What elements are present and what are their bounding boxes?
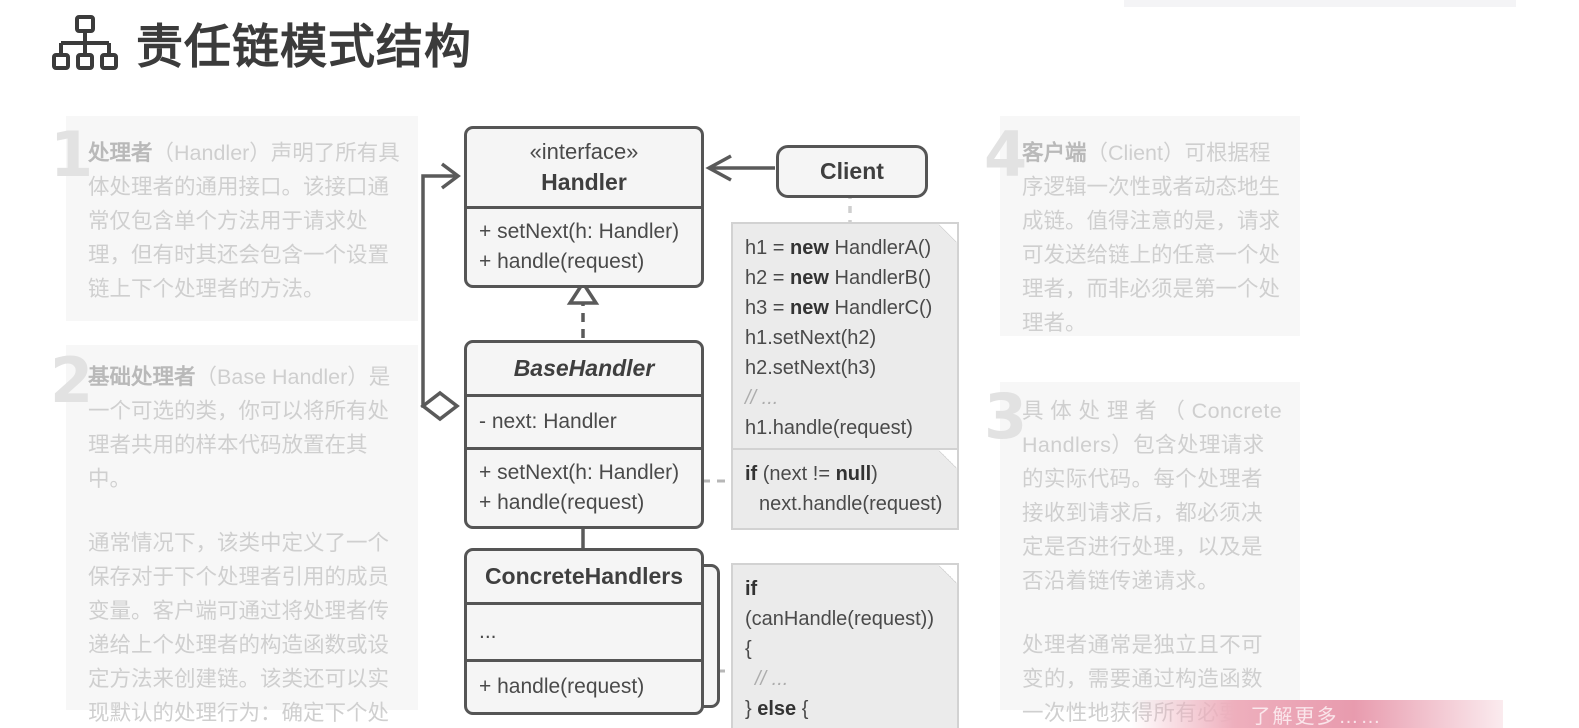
info-panel-3-body: 具 体 处 理 者 （ Concrete Handlers）包含处理请求的实际代…	[1022, 394, 1284, 728]
top-decoration-strip	[1124, 0, 1516, 7]
page-title: 责任链模式结构	[136, 20, 472, 75]
info-panel-1	[66, 116, 418, 321]
code-line-3: h1.setNext(h2)	[745, 327, 877, 349]
info-panel-4-lead: 客户端	[1022, 141, 1087, 165]
info-panel-2-text-a: （Base Handler）是一个可选的类，你可以将所有处理者共用的样本代码放置…	[88, 365, 391, 491]
info-panel-2-body: 基础处理者（Base Handler）是一个可选的类，你可以将所有处理者共用的样…	[88, 360, 406, 728]
info-panel-1-text: （Handler）声明了所有具体处理者的通用接口。该接口通常仅包含单个方法用于请…	[88, 141, 400, 301]
connector-client-to-handler	[705, 154, 775, 182]
info-panel-4-text: （Client）可根据程序逻辑一次性或者动态地生成链。值得注意的是，请求可发送给…	[1022, 141, 1281, 335]
uml-basehandler-header: BaseHandler	[467, 343, 701, 394]
uml-basehandler-method-0: + setNext(h: Handler)	[479, 461, 680, 484]
info-panel-4-number: 4	[984, 118, 1028, 191]
note-fold-icon	[939, 224, 957, 242]
uml-basehandler-field-0: - next: Handler	[479, 410, 617, 433]
code-line-2: h3 = new HandlerC()	[745, 297, 933, 319]
uml-concretehandlers-method-0: + handle(request)	[479, 675, 645, 698]
uml-concretehandlers-name: ConcreteHandlers	[484, 563, 684, 589]
info-panel-2	[66, 345, 418, 710]
note-fold-icon	[939, 565, 957, 583]
code-line-0: h1 = new HandlerA()	[745, 237, 932, 259]
info-panel-3-number: 3	[984, 380, 1028, 453]
code-line-parent-handle: parent::handle(request)	[745, 724, 945, 728]
uml-class-handler[interactable]: «interface» Handler + setNext(h: Handler…	[464, 126, 704, 288]
uml-basehandler-fields: - next: Handler	[467, 394, 701, 447]
code-line-next-handle: next.handle(request)	[759, 493, 943, 515]
uml-concretehandlers-field-0: ...	[479, 620, 497, 643]
info-panel-1-lead: 处理者	[88, 141, 153, 165]
uml-concretehandlers-header: ConcreteHandlers	[467, 551, 701, 602]
info-panel-1-number: 1	[50, 118, 94, 191]
uml-handler-methods: + setNext(h: Handler) + handle(request)	[467, 206, 701, 285]
uml-class-client[interactable]: Client	[776, 145, 928, 198]
uml-client-header: Client	[779, 148, 925, 195]
note-fold-icon	[939, 450, 957, 468]
uml-basehandler-name: BaseHandler	[513, 355, 655, 381]
code-note-concretehandlers: if (canHandle(request)) { // ... } else …	[731, 563, 959, 728]
uml-class-basehandler[interactable]: BaseHandler - next: Handler + setNext(h:…	[464, 340, 704, 529]
info-panel-4-body: 客户端（Client）可根据程序逻辑一次性或者动态地生成链。值得注意的是，请求可…	[1022, 136, 1284, 340]
uml-class-concretehandlers[interactable]: ConcreteHandlers ... + handle(request)	[464, 548, 704, 715]
code-line-else: } else {	[745, 698, 809, 720]
code-note-client: h1 = new HandlerA() h2 = new HandlerB() …	[731, 222, 959, 454]
uml-client-name: Client	[820, 158, 884, 184]
watermark-text: 了解更多……	[1250, 705, 1383, 728]
info-panel-2-text-b: 通常情况下，该类中定义了一个保存对于下个处理者引用的成员变量。客户端可通过将处理…	[88, 531, 390, 725]
watermark-banner: 了解更多……	[1130, 700, 1503, 728]
uml-basehandler-methods: + setNext(h: Handler) + handle(request)	[467, 447, 701, 526]
info-panel-4	[1000, 116, 1300, 336]
code-line-1: h2 = new HandlerB()	[745, 267, 932, 289]
code-line-4: h2.setNext(h3)	[745, 357, 877, 379]
code-line-5-comment: // ...	[745, 387, 779, 409]
code-note-basehandler: if (next != null) next.handle(request)	[731, 448, 959, 530]
uml-handler-method-1: + handle(request)	[479, 250, 645, 273]
code-line-comment: // ...	[755, 668, 789, 690]
code-line-if: if (next != null)	[745, 463, 878, 485]
uml-concretehandlers-fields: ...	[467, 602, 701, 659]
uml-handler-header: «interface» Handler	[467, 129, 701, 206]
code-line-if-canhandle: if (canHandle(request)) {	[745, 578, 934, 660]
info-panel-3	[1000, 382, 1300, 710]
connector-basehandler-realizes-handler	[566, 279, 600, 338]
uml-handler-name: Handler	[541, 169, 627, 195]
uml-concretehandlers-methods: + handle(request)	[467, 659, 701, 712]
uml-handler-stereotype: «interface»	[529, 139, 639, 164]
info-panel-2-number: 2	[50, 344, 94, 417]
info-panel-1-body: 处理者（Handler）声明了所有具体处理者的通用接口。该接口通常仅包含单个方法…	[88, 136, 406, 306]
org-chart-icon	[52, 14, 118, 70]
info-panel-3-text-a: 具 体 处 理 者 （ Concrete Handlers）包含处理请求的实际代…	[1022, 399, 1283, 593]
page-title-row: 责任链模式结构	[52, 8, 472, 77]
uml-handler-method-0: + setNext(h: Handler)	[479, 220, 680, 243]
connector-basehandler-aggregation-handler	[420, 162, 461, 422]
code-line-6: h1.handle(request)	[745, 417, 913, 439]
uml-basehandler-method-1: + handle(request)	[479, 491, 645, 514]
info-panel-2-lead: 基础处理者	[88, 365, 196, 389]
